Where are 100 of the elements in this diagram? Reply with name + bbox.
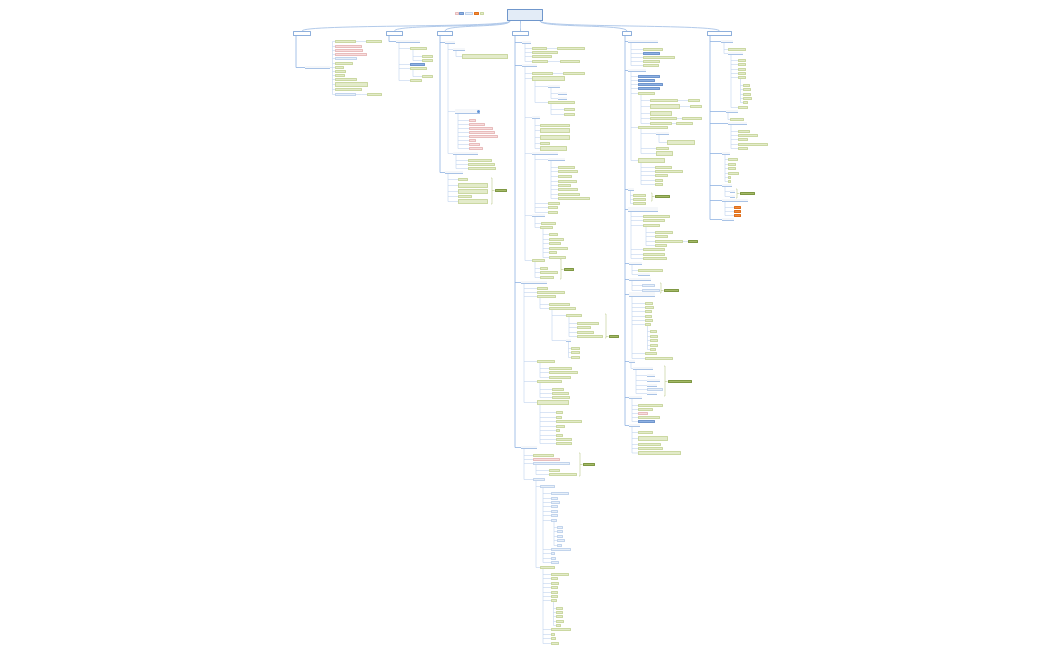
topic-box xyxy=(650,99,678,102)
subtopic-box xyxy=(629,292,655,297)
topic-box xyxy=(650,348,656,351)
topic-box xyxy=(540,485,555,488)
connector-line xyxy=(547,61,561,62)
topic-box xyxy=(335,70,346,73)
topic-box xyxy=(552,392,569,395)
topic-box xyxy=(422,75,433,78)
topic-box xyxy=(738,76,746,79)
subtopic-box xyxy=(453,48,465,51)
connector-line xyxy=(647,325,651,350)
topic-box xyxy=(468,163,495,166)
connector-line xyxy=(724,201,735,216)
subtopic-box xyxy=(558,97,567,100)
connector-line xyxy=(412,69,423,77)
connector-line xyxy=(535,464,550,475)
connector-line xyxy=(740,78,744,103)
topic-box xyxy=(549,469,560,472)
topic-box xyxy=(556,615,563,618)
topic-box xyxy=(743,84,750,87)
topic-box xyxy=(556,429,560,432)
topic-box xyxy=(645,310,652,313)
connector-line xyxy=(631,296,646,359)
subtopic-box xyxy=(722,152,730,155)
topic-box xyxy=(577,335,603,338)
subtopic-box xyxy=(633,367,653,370)
topic-box xyxy=(571,356,580,359)
connector-line xyxy=(727,112,731,120)
topic-box xyxy=(556,607,563,610)
topic-box xyxy=(549,256,566,259)
topic-box xyxy=(738,68,746,71)
topic-box xyxy=(738,106,748,109)
summary-box xyxy=(664,289,679,292)
connector-line xyxy=(301,20,511,32)
topic-box xyxy=(638,431,653,434)
subtopic-box xyxy=(629,360,635,363)
topic-box xyxy=(734,214,741,217)
connector-line xyxy=(679,106,691,107)
topic-box xyxy=(469,131,495,134)
connector-line xyxy=(631,280,643,291)
summary-box xyxy=(688,240,698,243)
topic-box xyxy=(532,60,548,63)
topic-box xyxy=(647,388,663,391)
topic-box xyxy=(335,57,357,60)
connector-line xyxy=(635,369,648,394)
summary-box xyxy=(583,463,595,466)
topic-box xyxy=(655,235,668,238)
topic-box xyxy=(549,473,577,476)
connector-line xyxy=(631,264,639,275)
subtopic-box xyxy=(730,190,735,193)
topic-box xyxy=(469,119,476,122)
connector-line xyxy=(514,35,523,448)
topic-box xyxy=(643,64,659,67)
subtopic-box xyxy=(628,40,658,43)
topic-box xyxy=(335,40,356,43)
topic-box xyxy=(642,289,660,292)
topic-box xyxy=(469,143,480,146)
topic-box xyxy=(556,416,562,419)
connector-line xyxy=(553,521,558,546)
connector-line xyxy=(631,426,639,454)
topic-box xyxy=(642,284,655,287)
subtopic-box xyxy=(453,152,478,155)
subtopic-box xyxy=(728,122,747,125)
subtopic-box xyxy=(532,116,540,119)
topic-box xyxy=(558,166,575,169)
topic-box xyxy=(410,67,427,70)
topic-box xyxy=(533,478,545,481)
topic-box xyxy=(638,158,665,163)
topic-box xyxy=(638,87,660,90)
topic-box xyxy=(551,573,569,576)
topic-box xyxy=(638,451,681,455)
topic-box xyxy=(577,331,594,334)
topic-box xyxy=(556,420,582,423)
connector-line xyxy=(539,382,553,398)
connector-line xyxy=(671,123,677,124)
topic-box xyxy=(655,166,672,169)
topic-box xyxy=(566,314,582,317)
topic-box xyxy=(422,59,433,62)
topic-box xyxy=(645,315,652,318)
connector-line xyxy=(730,124,739,149)
topic-box xyxy=(557,544,562,547)
topic-box xyxy=(532,72,553,75)
topic-box xyxy=(551,501,560,504)
topic-box xyxy=(728,158,738,161)
topic-box xyxy=(549,307,576,310)
topic-box xyxy=(728,176,731,179)
connector-line xyxy=(539,404,557,444)
subtopic-box xyxy=(566,339,571,342)
topic-box xyxy=(548,101,575,104)
connector-line xyxy=(553,601,557,626)
connector-line xyxy=(546,48,558,49)
main-topic-box xyxy=(622,31,632,36)
topic-box xyxy=(738,138,748,141)
topic-box xyxy=(633,202,646,205)
topic-box xyxy=(743,101,748,104)
topic-box xyxy=(469,147,483,150)
connector-line xyxy=(444,20,511,32)
topic-box xyxy=(645,357,673,360)
subtopic-box xyxy=(629,396,642,399)
topic-box xyxy=(650,111,672,116)
